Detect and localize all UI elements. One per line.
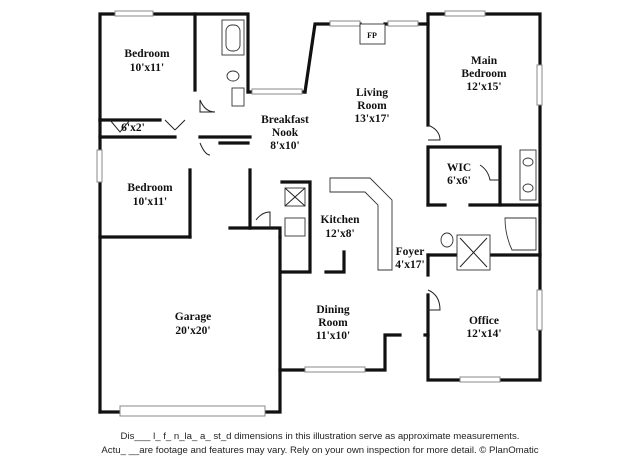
room-name-bedroom2: Bedroom	[127, 182, 173, 194]
room-name-closet: 6'x2'	[121, 122, 145, 134]
room-size-wic: 6'x6'	[447, 175, 471, 187]
disclaimer-line2: Actu_ __are footage and features may var…	[101, 445, 539, 456]
windows	[96, 10, 543, 417]
room-name-living: Living	[356, 87, 388, 99]
fixtures	[221, 19, 537, 271]
room-size-dining: 11'x10'	[316, 330, 351, 342]
disclaimer-line1: Dis___ l_ f_ n_la_ a_ st_d dimensions in…	[120, 431, 520, 442]
room-name-office: Office	[469, 315, 499, 327]
room-name2-main-bedroom: Bedroom	[461, 68, 507, 80]
room-size-foyer: 4'x17'	[395, 259, 424, 271]
room-labels: Bedroom 10'x11' 6'x2' Bedroom 10'x11' Ga…	[121, 31, 507, 342]
room-size-office: 12'x14'	[466, 328, 501, 340]
room-size-bedroom1: 10'x11'	[130, 62, 165, 74]
room-name-bedroom1: Bedroom	[124, 48, 170, 60]
room-name-garage: Garage	[175, 311, 211, 323]
room-name2-living: Room	[357, 100, 387, 112]
room-size-bedroom2: 10'x11'	[133, 196, 168, 208]
room-name-foyer: Foyer	[396, 246, 425, 258]
room-size-breakfast: 8'x10'	[270, 140, 299, 152]
disclaimer: Dis___ l_ f_ n_la_ a_ st_d dimensions in…	[0, 430, 640, 458]
doors	[109, 99, 500, 311]
room-name-dining: Dining	[316, 304, 349, 316]
room-size-kitchen: 12'x8'	[325, 228, 354, 240]
room-name-kitchen: Kitchen	[321, 214, 361, 226]
room-name-breakfast: Breakfast	[261, 114, 309, 126]
fireplace-label: FP	[367, 31, 377, 40]
room-size-garage: 20'x20'	[175, 325, 210, 337]
room-name-main-bedroom: Main	[471, 55, 498, 67]
room-size-main-bedroom: 12'x15'	[466, 81, 501, 93]
room-name2-breakfast: Nook	[272, 127, 299, 139]
room-name-wic: WIC	[447, 162, 471, 174]
room-size-living: 13'x17'	[354, 113, 389, 125]
room-name2-dining: Room	[318, 317, 348, 329]
